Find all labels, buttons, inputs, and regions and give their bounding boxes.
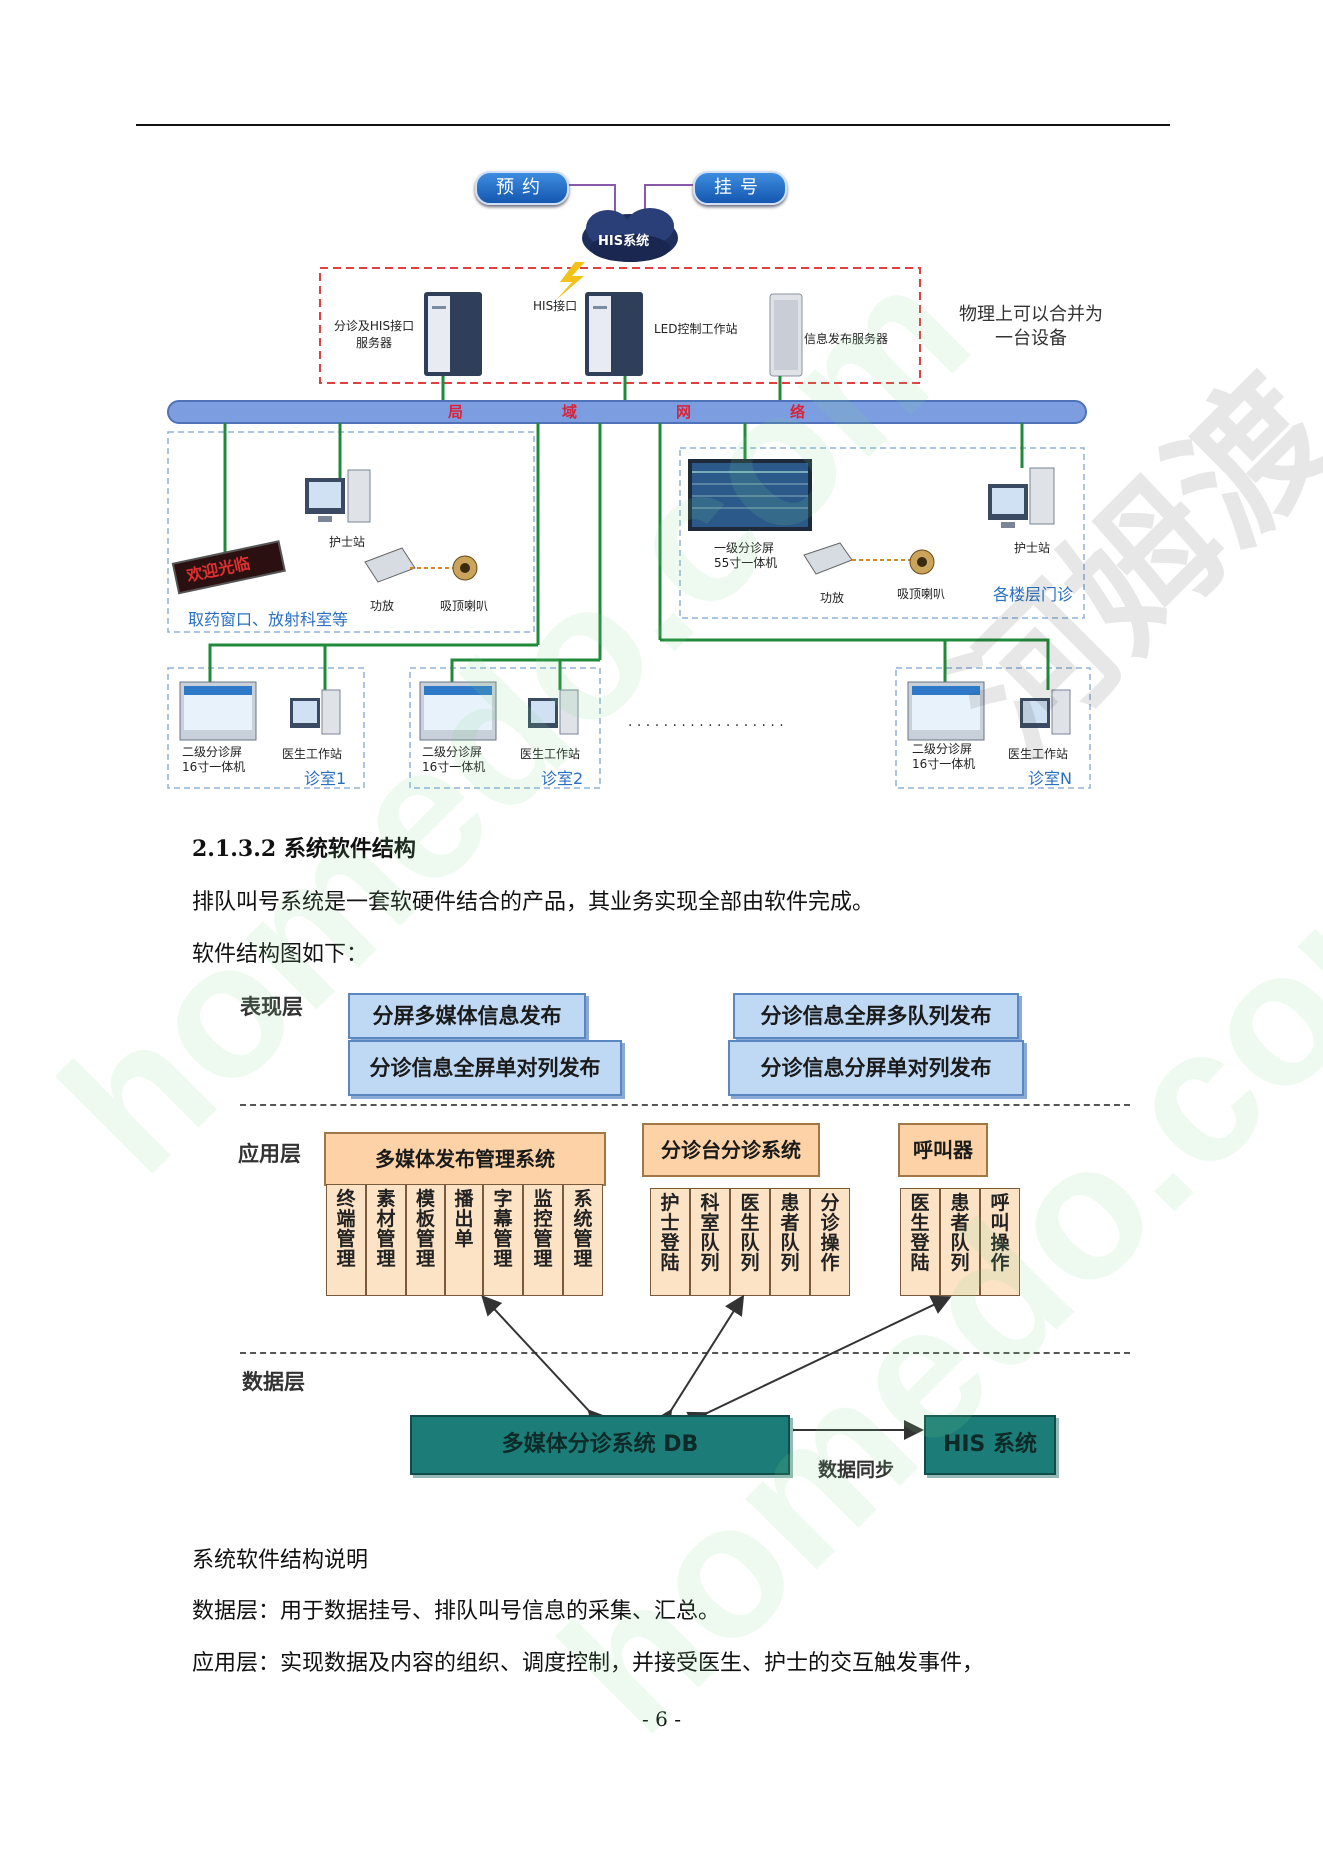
computer-icon [290, 689, 341, 735]
sync-label: 数据同步 [818, 1459, 895, 1481]
presentation-layer-label: 表现层 [240, 995, 303, 1019]
server-icon [769, 293, 803, 377]
server-group-box [319, 267, 921, 384]
pres-box: 分诊信息分屏单对列发布 [728, 1040, 1024, 1096]
level1-screen-icon [688, 459, 812, 531]
paragraph: 应用层：实现数据及内容的组织、调度控制，并接受医生、护士的交互触发事件， [192, 1651, 985, 1676]
mm-col: 系统管理 [563, 1184, 603, 1296]
paragraph: 软件结构图如下： [192, 942, 369, 967]
application-layer-label: 应用层 [238, 1142, 301, 1166]
register-pill: 挂号 [693, 171, 787, 205]
nurse-station-label: 护士站 [1014, 541, 1051, 555]
his-interface-label: HIS接口 [533, 299, 578, 313]
caller-box: 呼叫器 [898, 1123, 988, 1177]
kiosk-icon [419, 681, 497, 741]
mm-col: 终端管理 [326, 1184, 366, 1296]
lan-char: 络 [790, 403, 806, 421]
lan-char: 域 [562, 403, 578, 421]
pharmacy-area-label: 取药窗口、放射科室等 [188, 610, 349, 629]
triage-col: 患者队列 [770, 1188, 810, 1296]
caller-col: 患者队列 [940, 1188, 980, 1296]
computer-icon [988, 467, 1055, 528]
layer-divider [240, 1104, 1130, 1106]
led-sign-icon [171, 540, 286, 595]
section-title: 2.1.3.2 系统软件结构 [192, 836, 416, 862]
room2-label: 诊室2 [541, 769, 584, 788]
amplifier-label: 功放 [370, 599, 395, 613]
computer-icon [1020, 689, 1071, 735]
computer-icon [528, 689, 579, 735]
triage-sys-box: 分诊台分诊系统 [642, 1123, 820, 1177]
paragraph: 排队叫号系统是一套软硬件结合的产品，其业务实现全部由软件完成。 [192, 890, 875, 915]
his-cloud-label: HIS系统 [598, 234, 650, 249]
roomN-label: 诊室N [1028, 769, 1072, 788]
mm-col: 模板管理 [406, 1184, 445, 1296]
doctor-ws-label: 医生工作站 [520, 747, 581, 761]
pres-box: 分屏多媒体信息发布 [348, 993, 586, 1039]
led-workstation-label: LED控制工作站 [654, 322, 738, 336]
mm-col: 播出单 [445, 1184, 483, 1296]
speaker-label: 吸顶喇叭 [440, 599, 489, 613]
room1-label: 诊室1 [304, 769, 347, 788]
caller-col: 医生登陆 [900, 1188, 940, 1296]
physical-note: 物理上可以合并为一台设备 [959, 304, 1103, 349]
ellipsis: · · · · · · · · · · · · · · · · · · [628, 718, 784, 734]
his-box: HIS 系统 [924, 1415, 1056, 1475]
pres-box: 分诊信息全屏多队列发布 [733, 993, 1019, 1039]
page-number: - 6 - [642, 1707, 681, 1731]
speaker-icon [909, 549, 935, 575]
kiosk-icon [179, 681, 257, 741]
nurse-station-label: 护士站 [329, 535, 366, 549]
amplifier-label: 功放 [820, 591, 845, 605]
network-diagram [167, 184, 1091, 789]
floor-clinics-label: 各楼层门诊 [993, 585, 1074, 604]
db-box: 多媒体分诊系统 DB [410, 1415, 790, 1475]
triage-col: 医生队列 [730, 1188, 770, 1296]
doctor-ws-label: 医生工作站 [282, 747, 343, 761]
lan-char: 局 [448, 403, 464, 421]
server-icon [424, 292, 482, 376]
triage-col: 分诊操作 [810, 1188, 850, 1296]
lan-char: 网 [676, 403, 692, 421]
lan-bus [167, 400, 1087, 424]
mm-col: 字幕管理 [483, 1184, 523, 1296]
triage-col: 科室队列 [690, 1188, 730, 1296]
server-icon [585, 292, 643, 376]
paragraph: 数据层：用于数据挂号、排队叫号信息的采集、汇总。 [192, 1599, 721, 1624]
pres-box: 分诊信息全屏单对列发布 [348, 1040, 622, 1096]
computer-icon [305, 469, 371, 523]
speaker-icon [452, 555, 478, 581]
caller-col: 呼叫操作 [980, 1188, 1020, 1296]
kiosk-icon [907, 681, 985, 741]
his-cloud [582, 208, 678, 262]
triage-his-server-label: 分诊及HIS接口服务器 [333, 319, 415, 350]
triage-col: 护士登陆 [650, 1188, 690, 1296]
lightning-icon [556, 262, 585, 300]
booking-pill: 预约 [475, 171, 569, 205]
info-server-label: 信息发布服务器 [804, 332, 889, 346]
paragraph: 系统软件结构说明 [192, 1548, 369, 1573]
header-rule [136, 124, 1170, 126]
mm-col: 素材管理 [366, 1184, 406, 1296]
speaker-label: 吸顶喇叭 [897, 587, 946, 601]
amplifier-icon [364, 547, 416, 583]
doctor-ws-label: 医生工作站 [1008, 747, 1069, 761]
data-layer-label: 数据层 [242, 1370, 305, 1394]
